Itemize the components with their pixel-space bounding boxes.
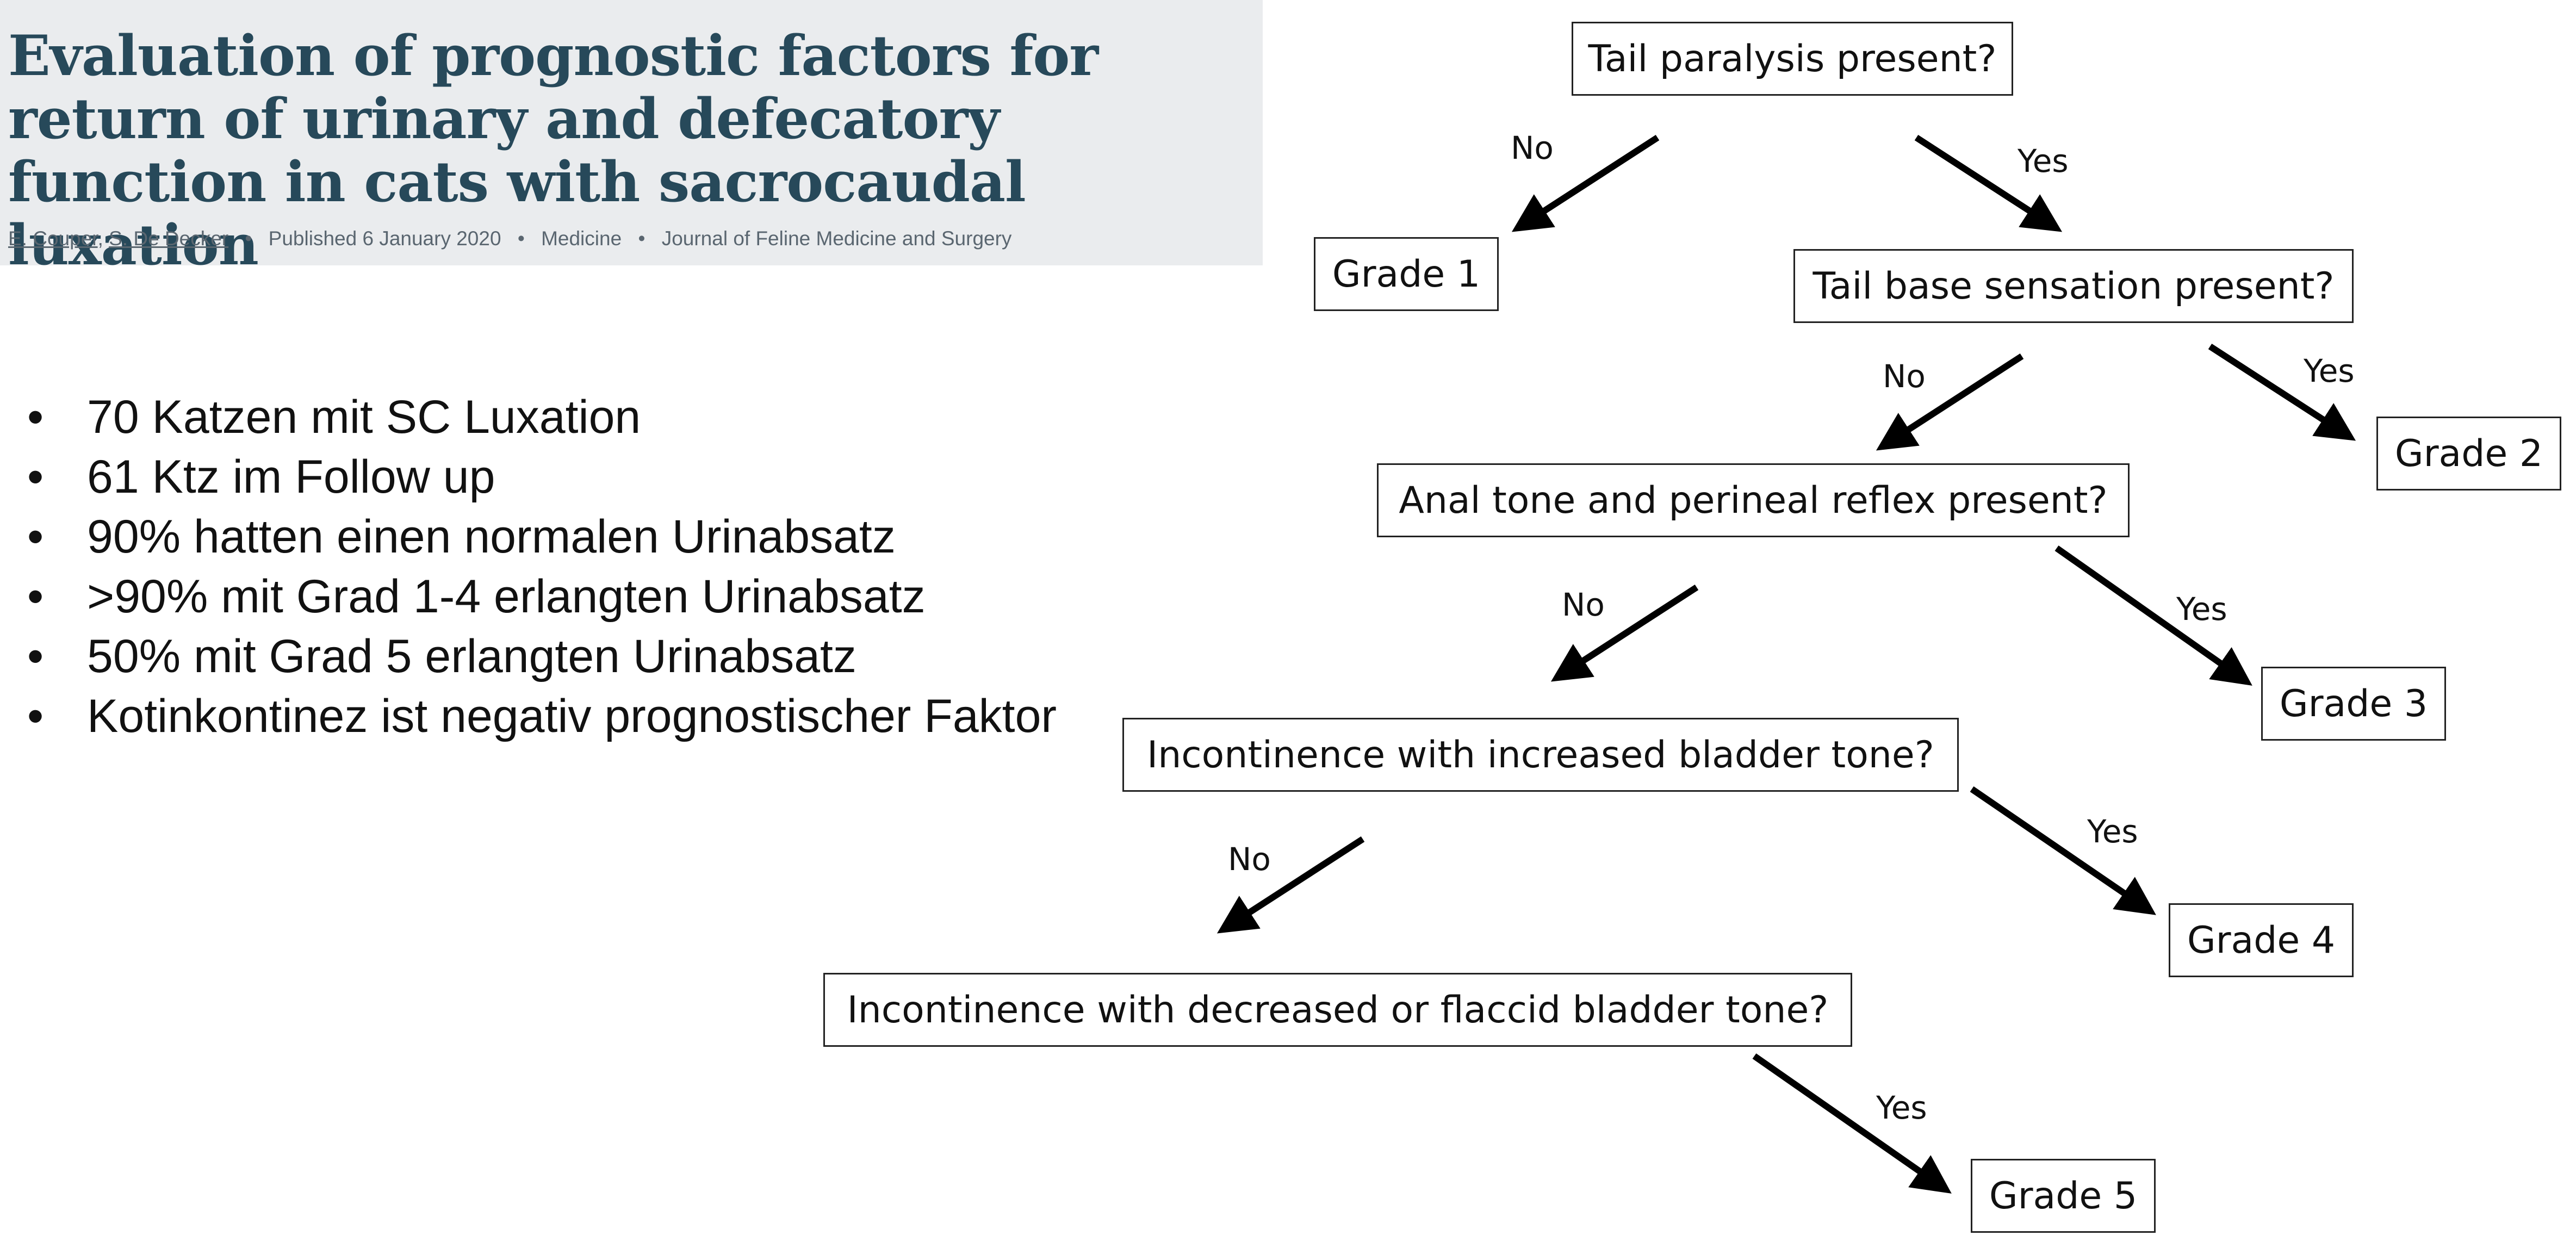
arrow-yes <box>2208 343 2356 441</box>
edge-label-no: No <box>1883 358 1926 395</box>
grade-4-box: Grade 4 <box>2169 903 2354 977</box>
grade-5-box: Grade 5 <box>1971 1159 2156 1233</box>
bullet-list: • 70 Katzen mit SC Luxation • 61 Ktz im Fo… <box>27 387 1057 746</box>
question-increased-bladder-tone: Incontinence with increased bladder tone… <box>1122 718 1959 792</box>
arrow-no <box>1216 836 1365 934</box>
arrow-yes <box>1914 134 2063 232</box>
question-tail-base-sensation: Tail base sensation present? <box>1793 249 2354 323</box>
question-decreased-bladder-tone: Incontinence with decreased or flaccid b… <box>823 973 1852 1047</box>
bullet-item: • 61 Ktz im Follow up <box>27 447 1057 507</box>
bullet-text: 90% hatten einen normalen Urinabsatz <box>87 511 896 563</box>
edge-label-yes: Yes <box>2176 591 2227 628</box>
question-tail-paralysis: Tail paralysis present? <box>1572 22 2013 96</box>
edge-label-no: No <box>1511 129 1554 166</box>
grade-3-box: Grade 3 <box>2261 667 2446 741</box>
author-link[interactable]: E. Couper <box>8 227 98 250</box>
bullet-marker: • <box>27 630 44 682</box>
bullet-text: >90% mit Grad 1-4 erlangten Urinabsatz <box>87 570 926 623</box>
edge-label-no: No <box>1228 841 1271 878</box>
author-link[interactable]: S. De Decker <box>109 227 229 250</box>
arrow-yes <box>2054 545 2252 686</box>
bullet-text: 61 Ktz im Follow up <box>87 451 495 503</box>
paper-header: Evaluation of prognostic factors for ret… <box>0 0 1263 265</box>
bullet-item: • Kotinkontinez ist negativ prognostische… <box>27 686 1057 746</box>
edge-label-yes: Yes <box>1876 1089 1927 1126</box>
grade-1-box: Grade 1 <box>1314 237 1499 311</box>
arrow-no <box>1550 584 1699 682</box>
bullet-text: 50% mit Grad 5 erlangten Urinabsatz <box>87 630 856 682</box>
arrow-no <box>1876 353 2024 451</box>
question-anal-tone: Anal tone and perineal reflex present? <box>1377 463 2130 537</box>
bullet-marker: • <box>27 690 44 742</box>
arrow-no <box>1511 134 1660 232</box>
meta-separator: • <box>517 227 525 250</box>
field-tag: Medicine <box>541 227 622 250</box>
paper-title: Evaluation of prognostic factors for ret… <box>8 23 1098 265</box>
bullet-marker: • <box>27 391 44 443</box>
meta-separator: • <box>245 227 252 250</box>
bullet-item: • 90% hatten einen normalen Urinabsatz <box>27 507 1057 567</box>
edge-label-no: No <box>1562 586 1605 623</box>
bullet-item: • >90% mit Grad 1-4 erlangten Urinabsatz <box>27 567 1057 626</box>
bullet-item: • 50% mit Grad 5 erlangten Urinabsatz <box>27 626 1057 686</box>
bullet-item: • 70 Katzen mit SC Luxation <box>27 387 1057 447</box>
bullet-text: Kotinkontinez ist negativ prognostischer… <box>87 690 1057 742</box>
arrow-yes <box>1752 1053 1952 1194</box>
edge-label-yes: Yes <box>2087 813 2138 850</box>
bullet-marker: • <box>27 570 44 623</box>
grade-2-box: Grade 2 <box>2376 417 2561 491</box>
bullet-marker: • <box>27 511 44 563</box>
journal-name: Journal of Feline Medicine and Surgery <box>661 227 1012 250</box>
meta-separator: • <box>638 227 645 250</box>
bullet-marker: • <box>27 451 44 503</box>
publication-date: Published 6 January 2020 <box>268 227 501 250</box>
arrow-yes <box>1970 786 2156 915</box>
paper-meta: E. Couper, S. De Decker • Published 6 Ja… <box>8 227 1012 250</box>
edge-label-yes: Yes <box>2018 142 2069 179</box>
edge-label-yes: Yes <box>2304 352 2355 389</box>
bullet-text: 70 Katzen mit SC Luxation <box>87 391 641 443</box>
